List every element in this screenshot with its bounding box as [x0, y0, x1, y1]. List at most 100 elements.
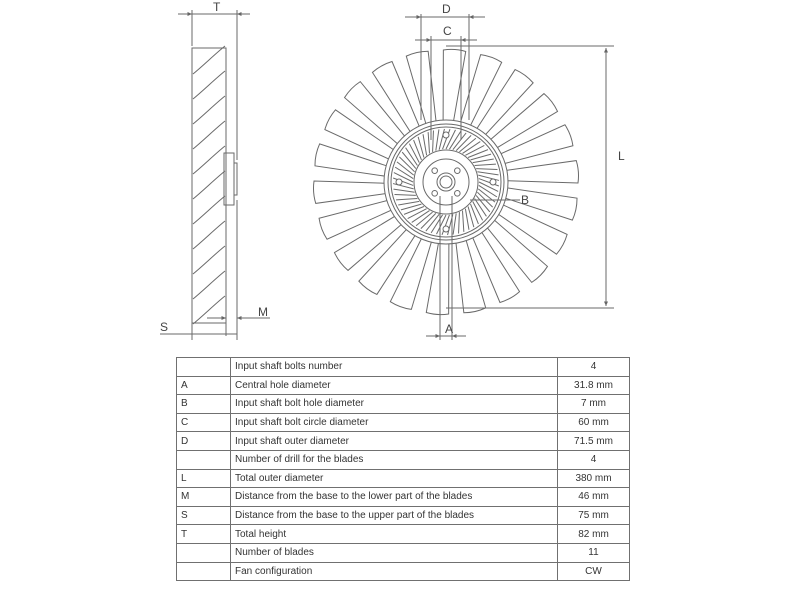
hub-fin [405, 147, 418, 166]
side-blade-edge [192, 70, 226, 100]
fan-blade [333, 213, 405, 272]
side-blade-edge [192, 95, 226, 125]
hub-fin [455, 134, 472, 151]
hub-fin [467, 206, 475, 228]
spec-value: 71.5 mm [557, 431, 630, 451]
side-blade-edge [192, 295, 226, 325]
spec-value: 60 mm [557, 412, 630, 433]
hub-fin [478, 174, 500, 181]
side-view-blade-edges [192, 45, 226, 325]
spec-value: 46 mm [557, 487, 630, 507]
spec-key: A [176, 375, 231, 396]
dim-label-C: C [443, 24, 452, 38]
fan-blade [502, 160, 580, 184]
hub-fin [430, 214, 443, 234]
spec-value: 4 [557, 357, 630, 377]
hub-fin [393, 188, 415, 193]
bolt-hole [431, 190, 438, 197]
spec-description: Total outer diameter [230, 468, 558, 489]
side-blade-edge [192, 195, 226, 225]
hub-fin [465, 144, 485, 156]
hub-fin [459, 137, 477, 153]
side-blade-edge [192, 145, 226, 175]
hub-fin [411, 210, 430, 223]
fan-blade [487, 92, 559, 151]
side-blade-edge [192, 170, 226, 200]
fan-blade [484, 217, 549, 284]
hub-fin [470, 153, 492, 161]
side-blade-edge [192, 45, 226, 75]
dim-label-A: A [445, 322, 453, 336]
spec-value: CW [557, 561, 630, 582]
hub-fin [413, 139, 422, 161]
spec-value: 380 mm [557, 468, 630, 489]
hub-fin [452, 213, 457, 235]
hub-fin [396, 161, 415, 176]
spec-description: Input shaft bolts number [230, 357, 558, 377]
hub-fin [478, 185, 498, 198]
hub-fin [403, 206, 425, 215]
spec-key: T [176, 524, 231, 544]
hub-fin [401, 151, 417, 169]
spec-key: L [176, 468, 231, 489]
drill-hole [395, 178, 403, 186]
hub-fin [445, 129, 456, 150]
hub-fin [464, 208, 470, 230]
hub-fin [441, 214, 450, 236]
hub-fin [458, 212, 460, 234]
hub-fin [392, 177, 414, 186]
hub-cooling-fins [392, 128, 500, 236]
hub-fin [392, 183, 414, 190]
hub-fin [415, 211, 433, 227]
hub-fin [438, 128, 445, 150]
spec-description: Input shaft bolt circle diameter [230, 412, 558, 433]
hub-fin [472, 158, 494, 164]
dim-label-T: T [213, 0, 221, 14]
hub-fin [477, 171, 499, 176]
spec-description: Distance from the base to the lower part… [230, 487, 558, 507]
spec-key: D [176, 431, 231, 451]
hub-fin [476, 168, 498, 170]
input-shaft-bolt-holes [431, 167, 461, 197]
fan-blade [442, 48, 467, 125]
drill-hole [442, 131, 450, 139]
spec-description: Total height [230, 524, 558, 544]
side-blade-edge [192, 120, 226, 150]
dim-label-M: M [258, 305, 268, 319]
spec-value: 4 [557, 449, 630, 470]
hub-fin [400, 203, 422, 211]
fan-blade [324, 109, 398, 162]
spec-key [176, 357, 231, 377]
hub-fin [394, 166, 414, 179]
drill-hole [442, 225, 450, 233]
fan-front-view [312, 48, 580, 316]
hub-fin [474, 163, 496, 166]
hub-fin [436, 214, 447, 235]
fan-blade [474, 68, 534, 138]
dim-label-D: D [442, 2, 451, 16]
dim-label-B: B [521, 193, 529, 207]
spec-description: Number of drill for the blades [230, 449, 558, 470]
hub-fin [394, 194, 416, 196]
side-blade-edge [192, 245, 226, 275]
fan-blade [314, 143, 391, 178]
fan-side-view [160, 10, 270, 340]
hub-fin [474, 198, 487, 217]
dimension-line-A [426, 196, 466, 340]
dimension-line-L [446, 45, 614, 309]
spec-key: S [176, 505, 231, 526]
fan-blade [318, 199, 396, 240]
hub-fin [478, 178, 500, 187]
bolt-hole [431, 167, 438, 174]
spec-description: Fan configuration [230, 561, 558, 582]
dim-label-L: L [618, 149, 625, 163]
hub-fin [470, 203, 479, 225]
